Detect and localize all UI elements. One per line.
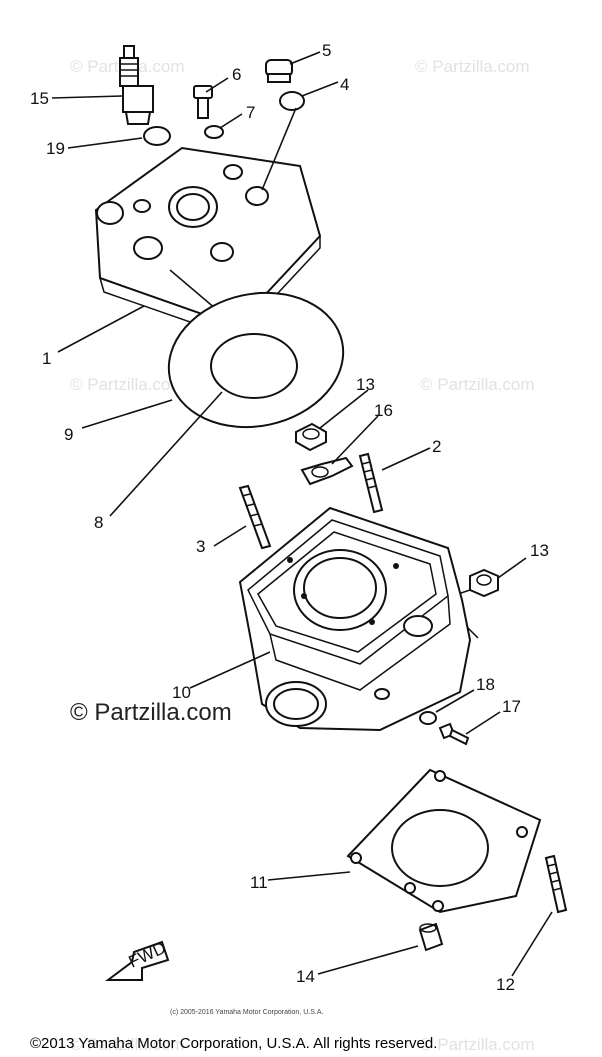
watermark-text: © Partzilla.com <box>70 375 185 394</box>
copyright-small: (c) 2005-2016 Yamaha Motor Corporation, … <box>170 1009 323 1016</box>
part-11-gasket <box>346 768 542 914</box>
callout-17: 17 <box>502 697 521 716</box>
watermark-main: © Partzilla.com <box>70 699 232 726</box>
callout-18: 18 <box>476 675 495 694</box>
part-7-nut <box>204 125 224 139</box>
callout-5: 5 <box>322 41 331 60</box>
callout-9: 9 <box>64 425 73 444</box>
watermark-layer: © Partzilla.com © Partzilla.com © Partzi… <box>70 57 535 1054</box>
callout-4: 4 <box>340 75 349 94</box>
part-2-stud <box>358 452 384 514</box>
part-1-cylinder-head <box>94 146 322 339</box>
fwd-arrow-icon: FWD <box>105 938 170 981</box>
callout-7: 7 <box>246 103 255 122</box>
part-13-nut-upper <box>295 422 327 452</box>
callout-1: 1 <box>42 349 51 368</box>
watermark-text: © Partzilla.com <box>70 1035 185 1054</box>
copyright-main: ©2013 Yamaha Motor Corporation, U.S.A. A… <box>30 1035 437 1052</box>
watermark-text: © Partzilla.com <box>420 1035 535 1054</box>
callout-8: 8 <box>94 513 103 532</box>
part-10-cylinder <box>238 506 472 732</box>
callout-19: 19 <box>46 139 65 158</box>
callout-3: 3 <box>196 537 205 556</box>
part-15-spark-plug <box>119 45 154 125</box>
callout-10: 10 <box>172 683 191 702</box>
part-18-washer <box>419 711 437 725</box>
part-8-o-ring <box>210 333 298 399</box>
callout-labels: 15 19 6 7 5 4 1 9 8 13 16 2 3 13 10 18 1… <box>30 41 549 994</box>
part-5-plug <box>265 59 293 83</box>
watermark-text: © Partzilla.com <box>415 57 530 76</box>
callout-6: 6 <box>232 65 241 84</box>
part-4-washer <box>279 91 305 111</box>
part-12-stud <box>544 854 568 914</box>
callout-15: 15 <box>30 89 49 108</box>
part-3-stud <box>238 484 272 550</box>
part-16-bracket <box>300 456 354 486</box>
callout-16: 16 <box>374 401 393 420</box>
callout-2: 2 <box>432 437 441 456</box>
callout-13-right: 13 <box>530 541 549 560</box>
callout-14: 14 <box>296 967 315 986</box>
part-6-bolt <box>193 85 213 119</box>
part-17-bolt <box>438 722 470 746</box>
part-19-ring <box>143 126 171 146</box>
watermark-text: © Partzilla.com <box>420 375 535 394</box>
callout-12: 12 <box>496 975 515 994</box>
part-14-dowel <box>418 922 444 952</box>
leader-lines <box>51 51 553 977</box>
callout-11: 11 <box>250 873 268 892</box>
callout-13-upper: 13 <box>356 375 375 394</box>
